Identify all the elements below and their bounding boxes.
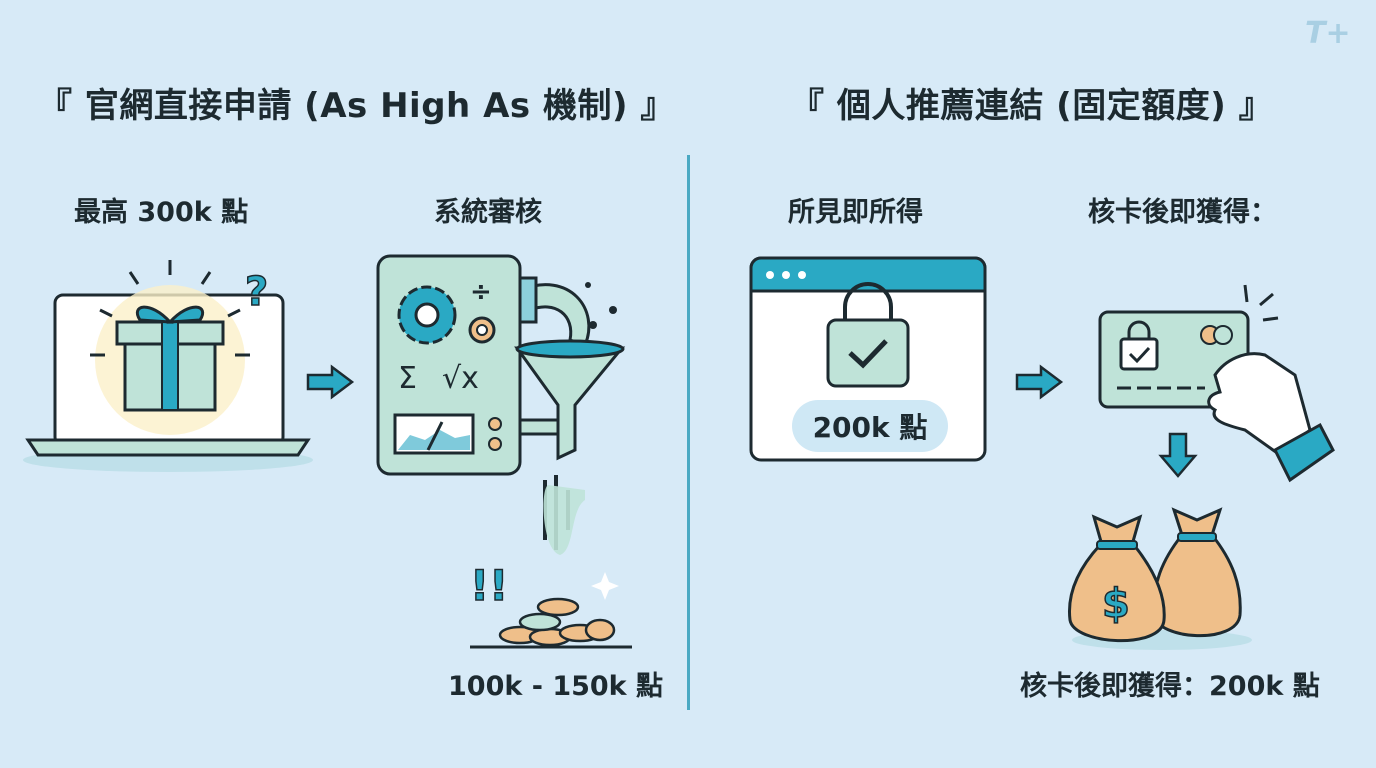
brand-logo: T+ (1305, 16, 1351, 51)
arrow-right-icon (1015, 364, 1064, 400)
exclamation-marks: !! (470, 561, 508, 610)
divide-symbol: ÷ (470, 277, 492, 307)
section-divider (687, 155, 690, 710)
browser-points-badge: 200k 點 (792, 400, 948, 452)
right-title: 『 個人推薦連結 (固定額度) 』 (790, 86, 1274, 126)
laptop-gift-icon: ? (23, 260, 313, 472)
coin-pile-icon (498, 597, 616, 647)
get-after-approval-label: 核卡後即獲得： (1088, 197, 1277, 228)
system-review-label: 系統審核 (434, 197, 542, 228)
fixed-points-label: 核卡後即獲得：200k 點 (1020, 671, 1320, 702)
actual-points-label: 100k - 150k 點 (448, 671, 664, 702)
sqrt-symbol: √x (442, 361, 479, 396)
review-machine-icon: ÷ Σ √x !! (376, 254, 632, 649)
question-mark: ? (245, 269, 268, 315)
arrow-down-icon (1158, 432, 1198, 478)
credit-card-hand-icon (1098, 284, 1335, 483)
left-title: 『 官網直接申請 (As High As 機制) 』 (38, 86, 675, 126)
dollar-sign: $ (1102, 581, 1130, 627)
wysiwyg-label: 所見即所得 (788, 197, 923, 228)
sigma-symbol: Σ (398, 361, 417, 396)
money-bags-icon: $ (1067, 507, 1252, 650)
arrow-right-icon (306, 364, 355, 400)
sparkle-icon (591, 572, 619, 600)
max-points-label: 最高 300k 點 (74, 197, 249, 228)
